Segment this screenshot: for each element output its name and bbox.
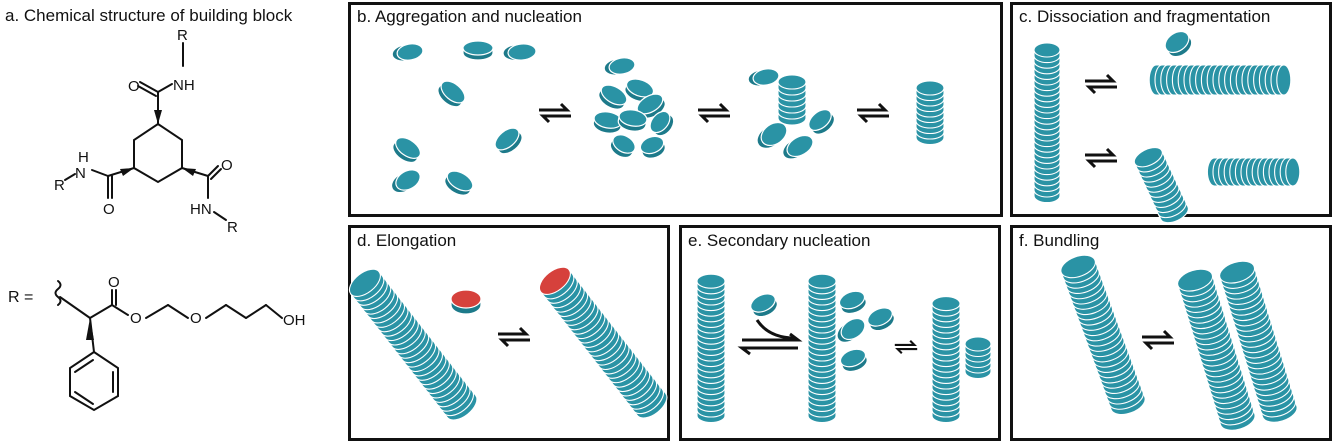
nucleus-stack bbox=[777, 74, 807, 126]
panel-e-title: e. Secondary nucleation bbox=[688, 231, 871, 250]
free-monomer bbox=[502, 43, 537, 62]
arrow-b3 bbox=[855, 102, 891, 124]
benzene-ring bbox=[69, 350, 119, 412]
fragment-horizontal bbox=[1206, 157, 1301, 187]
bundle-fibre-back bbox=[1177, 268, 1256, 431]
approaching-monomer bbox=[750, 293, 778, 318]
free-monomer bbox=[494, 127, 523, 155]
panel-d-title: d. Elongation bbox=[357, 231, 457, 250]
cluster-monomer bbox=[617, 109, 648, 132]
fibre-with-branch bbox=[931, 296, 961, 424]
atom-o-left: O bbox=[103, 201, 115, 218]
surface-monomer bbox=[838, 290, 867, 315]
fibre-horizontal bbox=[1148, 64, 1292, 96]
added-red-monomer bbox=[450, 289, 482, 315]
fibre-elongated bbox=[538, 266, 668, 419]
cyclohexane-ring bbox=[133, 122, 183, 184]
arrow-c1 bbox=[1083, 73, 1119, 95]
catalysis-arrow-back bbox=[737, 346, 798, 356]
fibre-elongating bbox=[348, 268, 478, 421]
nucleus-monomer bbox=[756, 121, 788, 149]
atom-o-carbonyl: O bbox=[108, 274, 120, 291]
free-monomer bbox=[462, 40, 494, 61]
nucleus-monomer bbox=[808, 109, 836, 135]
panel-e bbox=[679, 225, 1001, 441]
dissociated-monomer bbox=[1164, 30, 1193, 58]
nucleus-monomer bbox=[747, 68, 780, 87]
nucleus-monomer bbox=[782, 134, 814, 160]
arrow-d1 bbox=[496, 326, 532, 348]
arrow-b2 bbox=[696, 102, 732, 124]
atom-o-top: O bbox=[128, 78, 140, 95]
panel-f bbox=[1010, 225, 1332, 441]
atom-oh: OH bbox=[283, 312, 306, 329]
free-monomer bbox=[444, 170, 474, 196]
nucleus-small-stack bbox=[915, 80, 945, 146]
surface-monomer bbox=[836, 317, 866, 343]
panel-c-title: c. Dissociation and fragmentation bbox=[1019, 7, 1271, 26]
single-fibre bbox=[1060, 254, 1146, 416]
bundle-fibre-front bbox=[1219, 260, 1298, 423]
free-monomer bbox=[437, 80, 466, 108]
fibre-vertical bbox=[1033, 42, 1061, 204]
fragment-tilted bbox=[1133, 147, 1189, 224]
secondary-nucleus bbox=[964, 336, 992, 380]
catalytic-fibre bbox=[807, 273, 837, 424]
panel-b-title: b. Aggregation and nucleation bbox=[357, 7, 582, 26]
parent-fibre bbox=[696, 273, 726, 424]
arrow-b1 bbox=[537, 102, 573, 124]
chemical-structure: R NH O H N R O O HN R R = O O O OH bbox=[8, 27, 306, 412]
cluster-monomer bbox=[649, 110, 675, 137]
atom-h-left: H bbox=[78, 149, 89, 166]
cluster-monomer bbox=[639, 135, 666, 159]
atom-nh-top: NH bbox=[173, 77, 195, 94]
cluster-monomer bbox=[603, 57, 636, 76]
atom-r-left: R bbox=[54, 177, 65, 194]
panel-b bbox=[348, 2, 1003, 217]
cluster-monomer bbox=[592, 111, 623, 134]
panel-f-title: f. Bundling bbox=[1019, 231, 1100, 250]
atom-o-ether: O bbox=[190, 310, 202, 327]
arrow-c2 bbox=[1083, 147, 1119, 169]
panel-d bbox=[348, 225, 670, 441]
arrow-e1 bbox=[893, 339, 919, 355]
catalysis-arrow-forward bbox=[742, 332, 803, 342]
atom-r-right: R bbox=[227, 219, 238, 236]
free-monomer bbox=[391, 43, 424, 62]
atom-r-top: R bbox=[177, 27, 188, 44]
free-monomer bbox=[390, 169, 421, 194]
atom-n-left: N bbox=[75, 165, 86, 182]
atom-o-right: O bbox=[221, 157, 233, 174]
cluster-monomer bbox=[598, 84, 628, 110]
catalysis-arrow-curve bbox=[755, 319, 796, 340]
surface-monomer bbox=[839, 348, 868, 373]
cluster-monomer bbox=[609, 134, 636, 159]
r-equals-label: R = bbox=[8, 289, 33, 306]
surface-monomer bbox=[867, 307, 895, 332]
atom-hn-right: HN bbox=[190, 201, 212, 218]
free-monomer bbox=[392, 137, 421, 164]
atom-o-ester: O bbox=[130, 310, 142, 327]
arrow-f1 bbox=[1140, 329, 1176, 351]
panel-a-title: a. Chemical structure of building block bbox=[5, 6, 293, 25]
